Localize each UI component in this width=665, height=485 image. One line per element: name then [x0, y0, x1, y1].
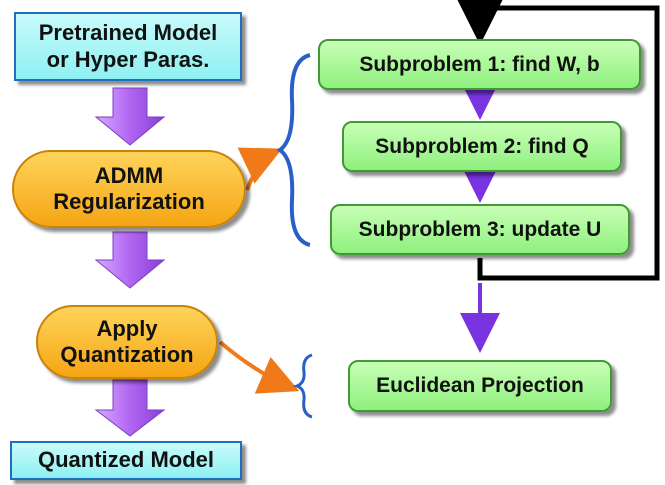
subproblem-2-box: Subproblem 2: find Q	[342, 121, 622, 172]
subproblem-3-box: Subproblem 3: update U	[330, 204, 630, 255]
subproblem-2-label: Subproblem 2: find Q	[375, 134, 589, 158]
apply-quantization-node: Apply Quantization	[36, 305, 218, 379]
admm-connector-arrow	[237, 147, 283, 191]
apply-line-1: Apply	[96, 315, 158, 341]
projection-label: Euclidean Projection	[376, 374, 584, 398]
admm-regularization-node: ADMM Regularization	[12, 150, 246, 228]
apply-line-2: Quantization	[60, 342, 194, 367]
subproblem-3-label: Subproblem 3: update U	[358, 217, 602, 241]
admm-line-2: Regularization	[53, 189, 205, 214]
subproblem-1-label: Subproblem 1: find W, b	[359, 52, 600, 76]
pretrained-line-2: or Hyper Paras.	[46, 46, 210, 72]
quantized-model-box: Quantized Model	[10, 441, 242, 480]
pretrained-line-1: Pretrained Model	[38, 20, 218, 46]
admm-line-1: ADMM	[94, 162, 164, 188]
euclidean-projection-box: Euclidean Projection	[348, 360, 612, 412]
iteration-loop	[455, 0, 660, 281]
big-brace	[276, 53, 311, 247]
pretrained-model-box: Pretrained Model or Hyper Paras.	[14, 12, 242, 81]
down-arrow-3	[94, 379, 166, 437]
small-brace	[292, 353, 313, 419]
subproblem-1-box: Subproblem 1: find W, b	[318, 39, 641, 90]
quantization-connector-arrow	[218, 340, 300, 394]
down-arrow-2	[94, 231, 166, 289]
quantized-label: Quantized Model	[38, 447, 214, 473]
down-arrow-1	[94, 87, 166, 146]
